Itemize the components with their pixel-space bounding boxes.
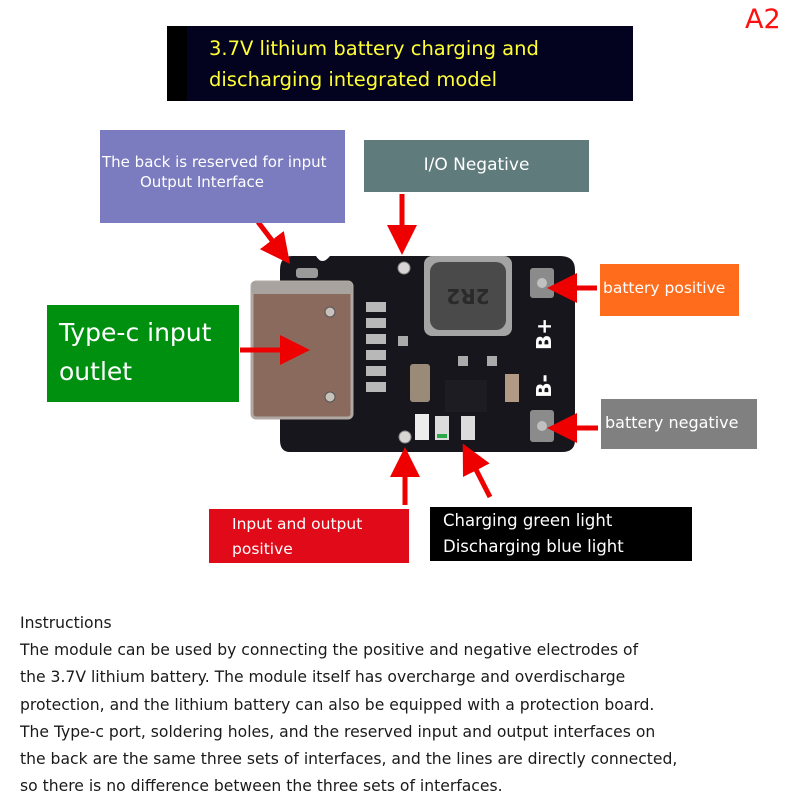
callout-back-interface-line-1: The back is reserved for input	[102, 153, 327, 171]
instructions-line: The module can be used by connecting the…	[20, 641, 639, 660]
title-line-2: discharging integrated model	[209, 68, 498, 91]
pad-label-b-minus: B-	[532, 374, 556, 398]
inductor-marking: 2R2	[446, 284, 489, 308]
instructions-heading: Instructions	[20, 614, 112, 632]
arrow-leds	[462, 443, 493, 499]
callout-typec-line-2: outlet	[59, 357, 133, 386]
instructions: Instructions The module can be used by c…	[20, 610, 795, 800]
usb-pins	[366, 302, 386, 392]
callout-battery-positive: battery positive	[600, 264, 739, 316]
instructions-line: the 3.7V lithium battery. The module its…	[20, 668, 626, 687]
callout-io-positive-line-2: positive	[232, 540, 293, 558]
corner-tag: A2	[745, 4, 781, 35]
title-banner-inner	[187, 26, 633, 101]
callout-io-negative: I/O Negative	[364, 140, 589, 192]
instructions-line: The Type-c port, soldering holes, and th…	[20, 722, 656, 741]
callout-leds: Charging green light Discharging blue li…	[430, 507, 692, 561]
callout-leds-line-1: Charging green light	[443, 511, 613, 530]
io-positive-hole	[398, 430, 412, 444]
callout-back-interface-line-2: Output Interface	[140, 173, 265, 191]
led-blue	[461, 416, 475, 440]
pad-label-b-plus: B+	[532, 318, 556, 350]
title-text: 3.7V lithium battery charging and discha…	[209, 33, 539, 95]
callout-back-interface: The back is reserved for input Output In…	[100, 130, 345, 223]
callout-leds-line-2: Discharging blue light	[443, 537, 624, 556]
arrow-back-interface	[256, 220, 291, 264]
title-banner: 3.7V lithium battery charging and discha…	[167, 26, 633, 101]
callout-typec: Type-c input outlet	[47, 305, 239, 402]
arrows	[240, 194, 598, 505]
instructions-line: protection, and the lithium battery can …	[20, 695, 655, 714]
callout-io-positive-line-1: Input and output	[232, 515, 363, 533]
callout-io-positive: Input and output positive	[209, 509, 409, 563]
instructions-line: the back are the same three sets of inte…	[20, 750, 678, 769]
instructions-line: so there is no difference between the th…	[20, 777, 503, 796]
callout-battery-negative: battery negative	[601, 399, 757, 449]
title-line-1: 3.7V lithium battery charging and	[209, 37, 539, 60]
callout-typec-line-1: Type-c input	[59, 318, 212, 347]
